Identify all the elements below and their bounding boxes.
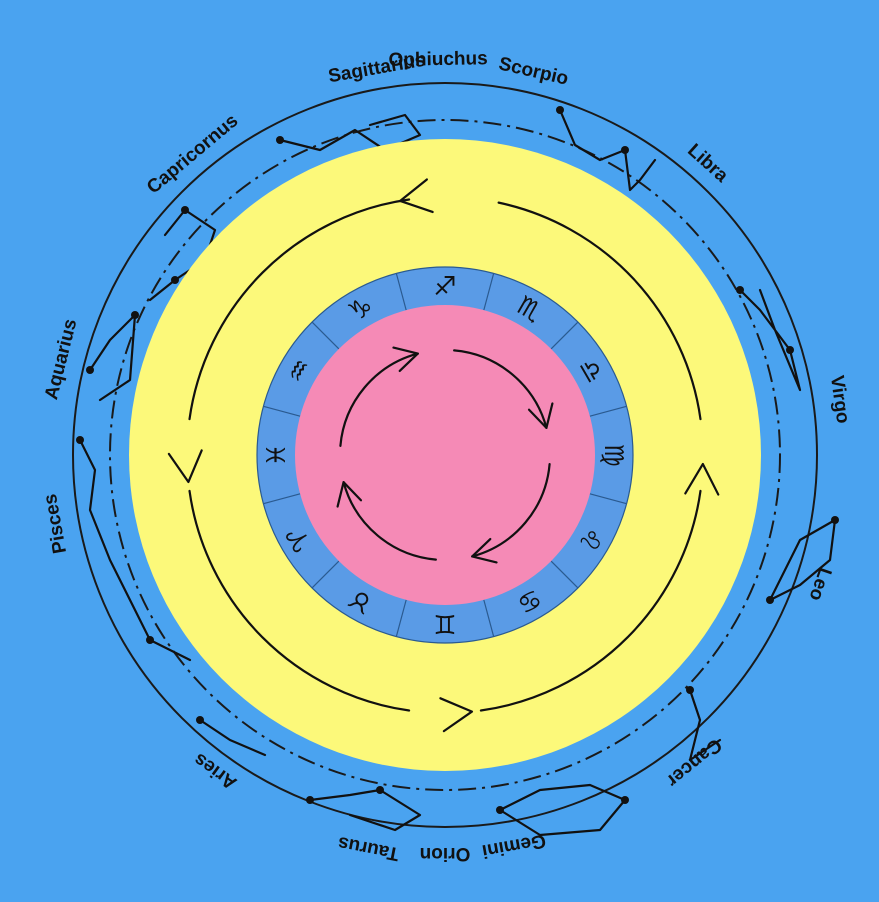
zodiac-sign-pisces: ♓ (262, 443, 292, 466)
inner-arrowhead-3 (336, 481, 363, 508)
constellation-figure-virgo (736, 286, 802, 392)
constellation-figure-leo (766, 516, 839, 604)
outer-arrowhead-left (167, 449, 203, 484)
constellation-label-orion: Orion (420, 843, 471, 864)
outer-arrow-arc-1 (188, 198, 411, 421)
outer-arrowhead-right (684, 462, 720, 496)
constellation-figure-gemini (496, 783, 629, 837)
sign-divider (589, 405, 627, 417)
pink-center-disc (295, 305, 595, 605)
sign-divider (483, 273, 495, 311)
sign-divider (311, 321, 340, 350)
constellation-figure-aquarius (86, 311, 139, 402)
sign-divider (395, 599, 407, 637)
constellation-figure-pisces (76, 436, 192, 662)
inner-arrows (336, 346, 554, 564)
sign-divider (483, 599, 495, 637)
constellation-figure-scorpio (556, 106, 657, 192)
sign-divider (550, 560, 579, 589)
constellation-label-ophiuchus: Ophiuchus (388, 48, 488, 71)
sign-divider (589, 493, 627, 505)
inner-arrow-arc-3 (342, 481, 437, 561)
pink-center (295, 305, 595, 605)
outer-rings (72, 82, 818, 828)
constellation-figure-cancer (686, 686, 722, 762)
outer-arrows (167, 178, 720, 733)
zodiac-sign-gemini: ♊ (433, 608, 456, 638)
zodiac-sign-sagittarius: ♐ (433, 272, 456, 302)
outer-arrowhead-bottom (439, 697, 474, 733)
outer-arrow-arc-3 (479, 489, 702, 712)
outer-arrowhead-top (399, 178, 434, 214)
sign-divider (311, 560, 340, 589)
zodiac-sign-virgo: ♍ (598, 443, 628, 466)
sign-divider (263, 493, 301, 505)
outer-arrow-arc-0 (497, 201, 702, 421)
sign-divider (395, 273, 407, 311)
inner-arrow-arc-1 (453, 349, 548, 429)
outer-ring-line (72, 82, 818, 828)
outer-arrow-arc-2 (188, 489, 411, 712)
ecliptic-dashed-ring (109, 119, 781, 791)
inner-arrow-arc-0 (339, 352, 419, 447)
inner-arrow-arc-2 (471, 463, 551, 558)
constellation-figure-aries (196, 716, 267, 757)
sign-divider (550, 321, 579, 350)
inner-arrowhead-1 (527, 402, 554, 429)
inner-arrowhead-2 (471, 537, 498, 564)
constellation-figure-taurus (306, 786, 422, 832)
inner-arrowhead-0 (392, 346, 419, 373)
sign-divider (263, 405, 301, 417)
